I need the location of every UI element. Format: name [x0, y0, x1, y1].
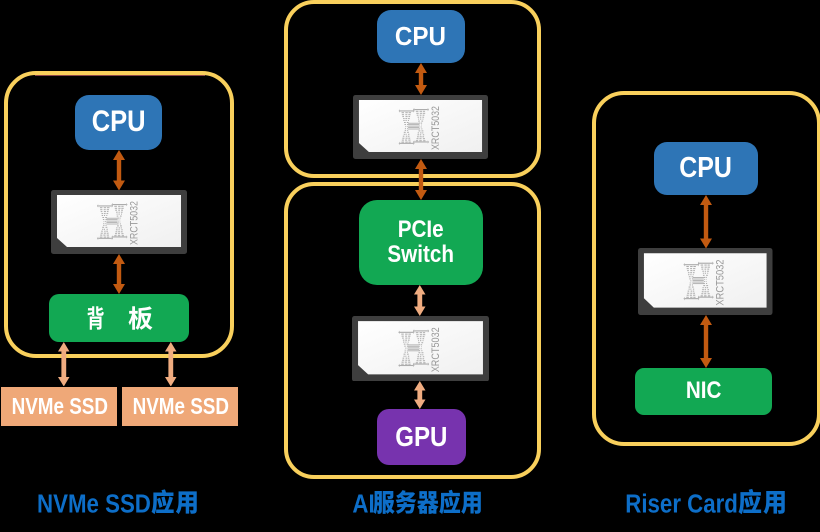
- svg-text:AI: AI: [352, 490, 374, 519]
- svg-text:Riser Card: Riser Card: [625, 490, 738, 519]
- svg-text:NVMe SSD: NVMe SSD: [37, 490, 151, 519]
